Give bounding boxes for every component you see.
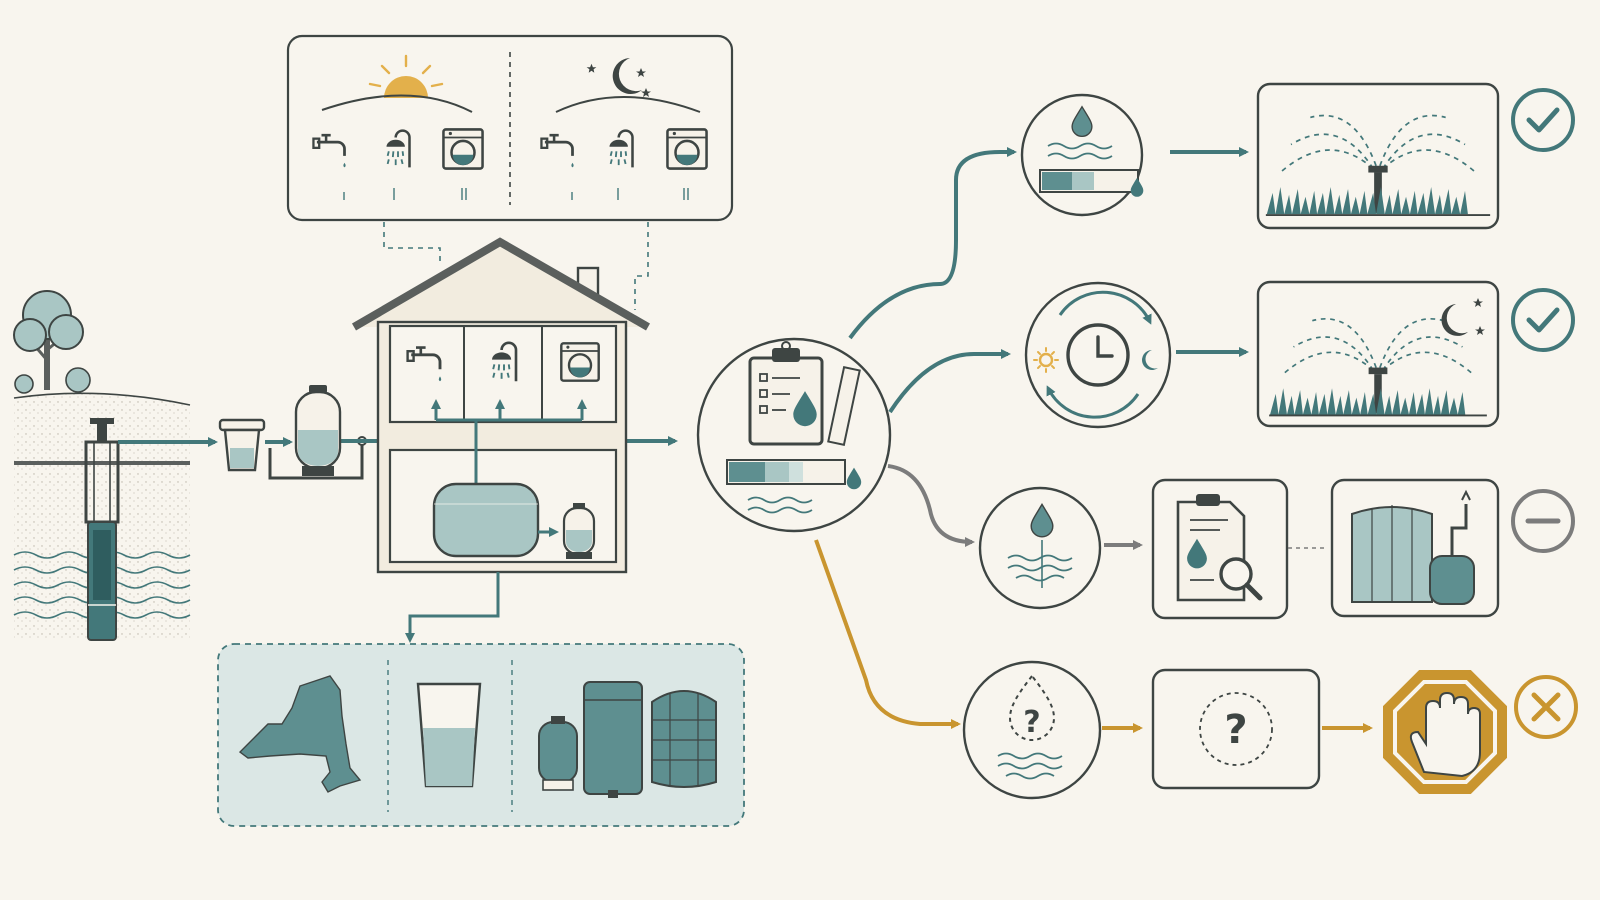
unknown-glyph: ?	[1224, 707, 1247, 753]
storage-tank-icon	[1351, 489, 1475, 605]
unknown-panel	[1151, 668, 1321, 790]
check-icon	[1511, 288, 1575, 352]
moon-icon	[555, 58, 701, 113]
sun-icon	[321, 54, 473, 113]
night-fixtures	[540, 128, 708, 200]
storage-tank-icon	[538, 681, 717, 798]
sprinkler-panel	[1256, 82, 1500, 230]
outcome-row-4: ? ?	[962, 660, 1578, 800]
storage-tank-icon	[432, 482, 540, 558]
outcome-row-2	[1024, 280, 1575, 429]
ruler-icon	[827, 365, 861, 447]
regulation-panel	[217, 643, 745, 827]
well-pump-icon	[84, 418, 120, 641]
moon-icon	[1142, 350, 1158, 371]
clipboard-icon	[748, 341, 824, 446]
water-glass-icon	[416, 682, 482, 788]
washing-machine-icon	[442, 128, 484, 170]
house-distribution	[431, 399, 587, 484]
outcome-row-1	[1020, 82, 1575, 230]
clock-icon	[1066, 323, 1130, 387]
sun-icon	[1033, 347, 1059, 373]
stop-hand-icon	[1383, 670, 1507, 794]
washing-machine-icon	[666, 128, 708, 170]
day-fixtures	[312, 128, 484, 200]
magnifier-icon	[1219, 557, 1263, 601]
x-icon	[1514, 675, 1578, 739]
unknown-glyph: ?	[1023, 705, 1040, 740]
washing-machine-icon	[560, 342, 600, 382]
minus-icon	[1511, 489, 1575, 553]
usage-schedule-panel	[286, 34, 734, 222]
water-meter-icon	[726, 459, 862, 514]
water-drop-icon	[1008, 674, 1056, 741]
pressure-tank-icon	[562, 503, 596, 559]
tree-icon	[13, 290, 91, 394]
regulation-connector	[405, 572, 500, 643]
sediment-filter-icon	[218, 418, 266, 472]
moon-icon	[1441, 304, 1468, 336]
state-map-icon	[238, 675, 362, 793]
panel-connectors	[383, 222, 649, 310]
assessment-node	[696, 337, 892, 533]
house-icon	[351, 237, 650, 574]
pressure-tank-icon	[294, 385, 342, 476]
check-icon	[1511, 88, 1575, 152]
decision-branches	[814, 147, 1017, 729]
well-source	[13, 290, 191, 641]
water-meter-icon	[1039, 169, 1144, 197]
outcome-row-3	[978, 478, 1575, 620]
sprinkler-panel	[1256, 280, 1500, 428]
